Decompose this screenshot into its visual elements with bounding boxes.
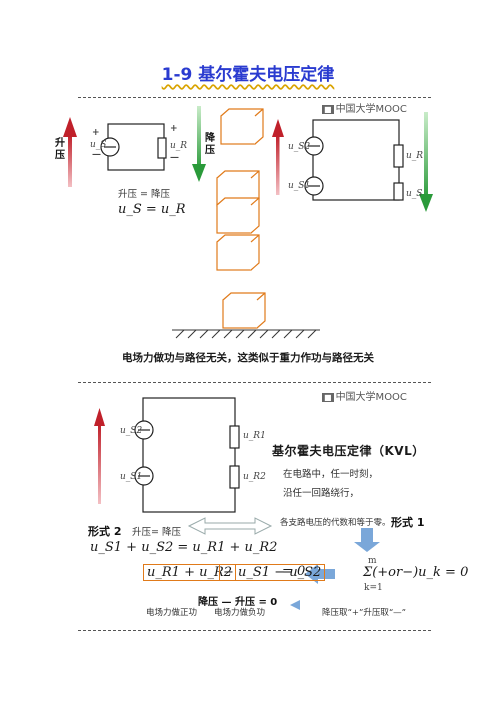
kvl-line3: 各支路电压的代数和等于零。 <box>280 518 391 528</box>
kvl-line1: 在电路中，任一时刻， <box>283 469 379 480</box>
fall-arrow-right <box>419 112 433 212</box>
equals-zero: = 0 <box>282 564 306 579</box>
left-resistor-label: u_R <box>170 141 188 151</box>
form2-formula: u_S1 + u_S2 = u_R1 + u_R2 <box>90 540 278 555</box>
right-circuit <box>304 119 404 201</box>
falling-blocks <box>216 108 266 329</box>
left-resistor-minus: — <box>170 153 179 163</box>
equality-text: 升压 = 降压 <box>118 189 170 200</box>
kvl-line2: 沿任一回路绕行， <box>283 488 360 499</box>
right-source-top-label: u_S2 <box>288 142 311 152</box>
left-arrow <box>305 564 335 584</box>
page-title: 1-9 基尔霍夫电压定律 <box>161 65 335 85</box>
divider-middle <box>78 382 431 383</box>
kvl-resistor-top-label: u_R1 <box>243 431 266 441</box>
equality-formula: u_S = u_R <box>118 202 186 217</box>
section2-figure <box>94 397 380 610</box>
form1-label: 形式 1 <box>391 516 425 529</box>
left-resistor-plus: + <box>170 124 178 134</box>
note-sign-rule: 降压取“+”升压取“—” <box>322 608 407 618</box>
left-source-plus: + <box>92 128 100 138</box>
double-arrow <box>187 517 273 535</box>
left-source-label: u_S <box>90 140 107 150</box>
fall-arrow-middle <box>192 106 206 182</box>
note-positive-work: 电场力做正功 <box>146 608 198 618</box>
rise-arrow-right <box>272 119 284 195</box>
fall-label-middle: 降压 <box>205 133 215 156</box>
sum-lower: k=1 <box>364 583 383 593</box>
rise-label-left: 升压 <box>55 138 65 161</box>
kvl-resistor-bottom-label: u_R2 <box>243 472 266 482</box>
rise-arrow-section2 <box>94 408 105 504</box>
bottom-label: 降压 — 升压 = 0 <box>198 597 278 608</box>
divider-bottom <box>78 630 431 631</box>
kvl-circuit <box>134 397 240 513</box>
right-resistor-bottom-label: u_S <box>406 189 423 199</box>
ground <box>172 329 320 339</box>
form2-label: 形式 2 <box>88 525 122 538</box>
kvl-title: 基尔霍夫电压定律（KVL） <box>272 444 425 458</box>
watermark-mooc-2: ■中国大学MOOC <box>322 392 407 403</box>
sum-upper: m <box>368 556 377 566</box>
right-resistor-top-label: u_R <box>406 151 424 161</box>
left-source-minus: — <box>92 150 101 160</box>
section1-caption: 电场力做功与路径无关，这类似于重力作功与路径无关 <box>122 352 374 364</box>
sign-arrow <box>290 600 300 610</box>
left-circuit <box>100 123 167 171</box>
watermark-mooc: ■中国大学MOOC <box>322 104 407 115</box>
kvl-source-top-label: u_S2 <box>120 426 143 436</box>
note-negative-work: 电场力做负功 <box>214 608 266 618</box>
right-source-bottom-label: u_S1 <box>288 181 311 191</box>
divider-top <box>78 97 431 98</box>
sum-formula: Σ(+or−)u_k = 0 <box>363 565 469 580</box>
down-arrow <box>354 528 380 552</box>
boxed-rise-terms: − u_S1 − u_S2 <box>219 564 326 581</box>
section1-figure <box>63 106 433 339</box>
rise-arrow-left <box>63 117 77 187</box>
kvl-source-bottom-label: u_S1 <box>120 472 143 482</box>
form2-text: 升压= 降压 <box>132 527 181 538</box>
boxed-drop-terms: u_R1 + u_R2 <box>143 564 237 581</box>
